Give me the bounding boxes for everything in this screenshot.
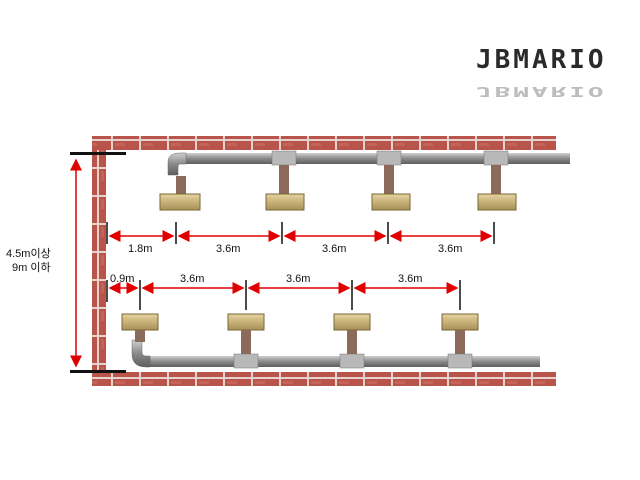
ceiling-level-marker [70,152,126,155]
top-spacing-1: 1.8m [128,243,152,255]
top-heater-1 [159,176,201,211]
brick-wall-left [92,150,106,384]
top-spacing-4: 3.6m [438,243,462,255]
logo-reflection: JBMARIO [476,84,607,99]
bottom-heater-1 [121,313,159,342]
top-spacing-2: 3.6m [216,243,240,255]
logo-text: JBMARIO [476,45,607,75]
bottom-dimension-ticks [106,280,461,310]
bottom-spacing-4: 3.6m [398,273,422,285]
brick-wall-top [92,136,556,150]
bottom-heater-3 [333,313,371,369]
top-heater-3 [371,150,411,211]
top-heater-4 [477,150,517,211]
top-pipe [167,152,570,176]
bottom-heater-2 [227,313,265,369]
height-label-min: 4.5m이상 [6,247,51,260]
bottom-spacing-3: 3.6m [286,273,310,285]
bottom-spacing-2: 3.6m [180,273,204,285]
bottom-heater-4 [441,313,479,369]
bottom-pipe [131,339,540,368]
bottom-spacing-1: 0.9m [110,273,134,285]
top-heater-2 [265,150,305,211]
brick-wall-bottom [92,372,556,386]
top-dimension-ticks [106,222,495,244]
top-spacing-3: 3.6m [322,243,346,255]
height-label-max: 9m 이하 [12,260,51,274]
floor-level-marker [70,370,126,373]
logo: JBMARIO JBMARIO [476,45,607,99]
